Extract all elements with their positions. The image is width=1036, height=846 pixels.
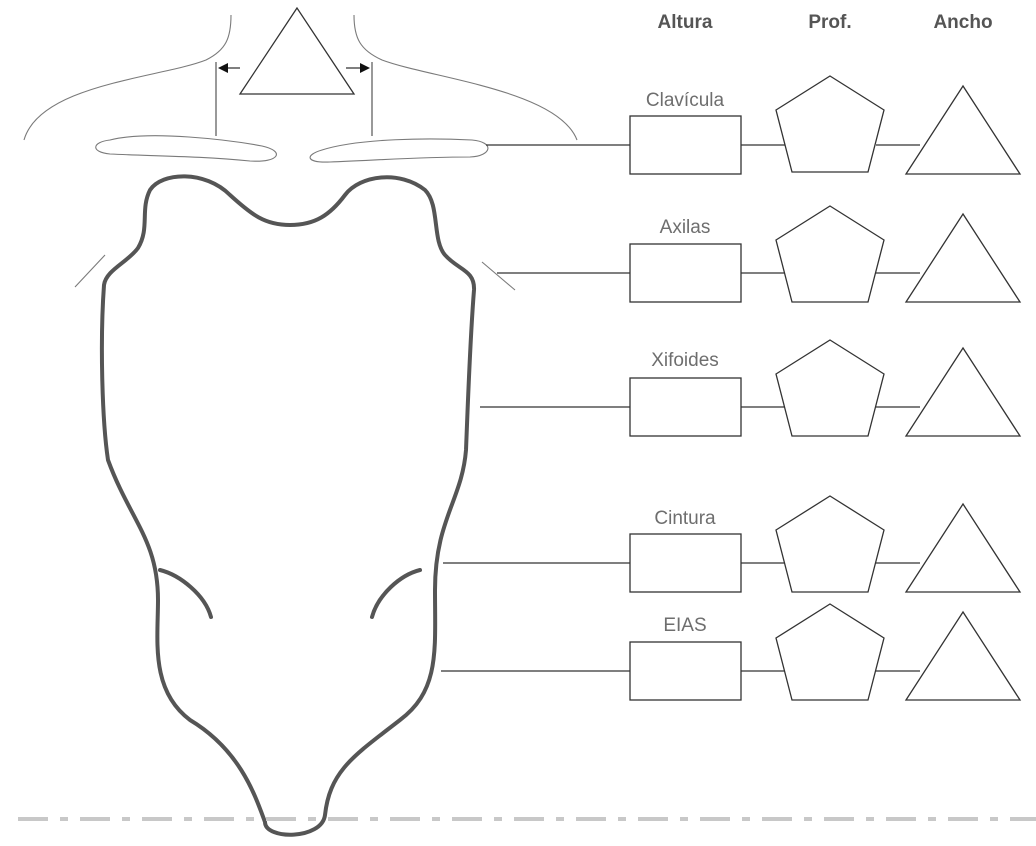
- height-rectangle-icon: [629, 377, 742, 437]
- width-triangle-icon: [904, 212, 1022, 303]
- right-clavicle: [309, 138, 489, 163]
- column-header-height: Altura: [658, 12, 713, 33]
- depth-pentagon-icon: [775, 495, 885, 593]
- width-triangle-icon: [904, 610, 1022, 701]
- depth-pentagon-icon: [775, 603, 885, 701]
- row-label: EIAS: [663, 615, 706, 636]
- height-rectangle-icon: [629, 641, 742, 701]
- torso-body: [99, 174, 477, 837]
- depth-pentagon-icon: [775, 205, 885, 303]
- row-axilas: Axilas: [497, 205, 1022, 303]
- height-rectangle-icon: [629, 115, 742, 175]
- row-clavicula: Clavícula: [486, 75, 1022, 175]
- neck-width-triangle-icon: [238, 6, 356, 95]
- row-label: Xifoides: [651, 350, 719, 371]
- clavicles: [95, 135, 489, 163]
- height-rectangle-icon: [629, 533, 742, 593]
- torso-outline: [74, 174, 516, 837]
- neck-shoulders-sketch: [23, 6, 578, 141]
- right-iliac-crest: [370, 568, 422, 619]
- height-rectangle-icon: [629, 243, 742, 303]
- row-label: Clavícula: [646, 90, 725, 111]
- row-eias: EIAS: [441, 603, 1022, 701]
- width-triangle-icon: [904, 84, 1022, 175]
- width-triangle-icon: [904, 502, 1022, 593]
- row-label: Cintura: [654, 508, 716, 529]
- column-header-width: Ancho: [933, 12, 992, 33]
- row-label: Axilas: [660, 217, 711, 238]
- right-arm-line: [481, 261, 516, 291]
- left-arm-line: [74, 254, 106, 288]
- left-clavicle: [95, 135, 277, 162]
- depth-pentagon-icon: [775, 339, 885, 437]
- row-cintura: Cintura: [443, 495, 1022, 593]
- depth-pentagon-icon: [775, 75, 885, 173]
- row-xifoides: Xifoides: [480, 339, 1022, 437]
- width-triangle-icon: [904, 346, 1022, 437]
- column-header-depth: Prof.: [808, 12, 851, 33]
- left-iliac-crest: [158, 568, 213, 619]
